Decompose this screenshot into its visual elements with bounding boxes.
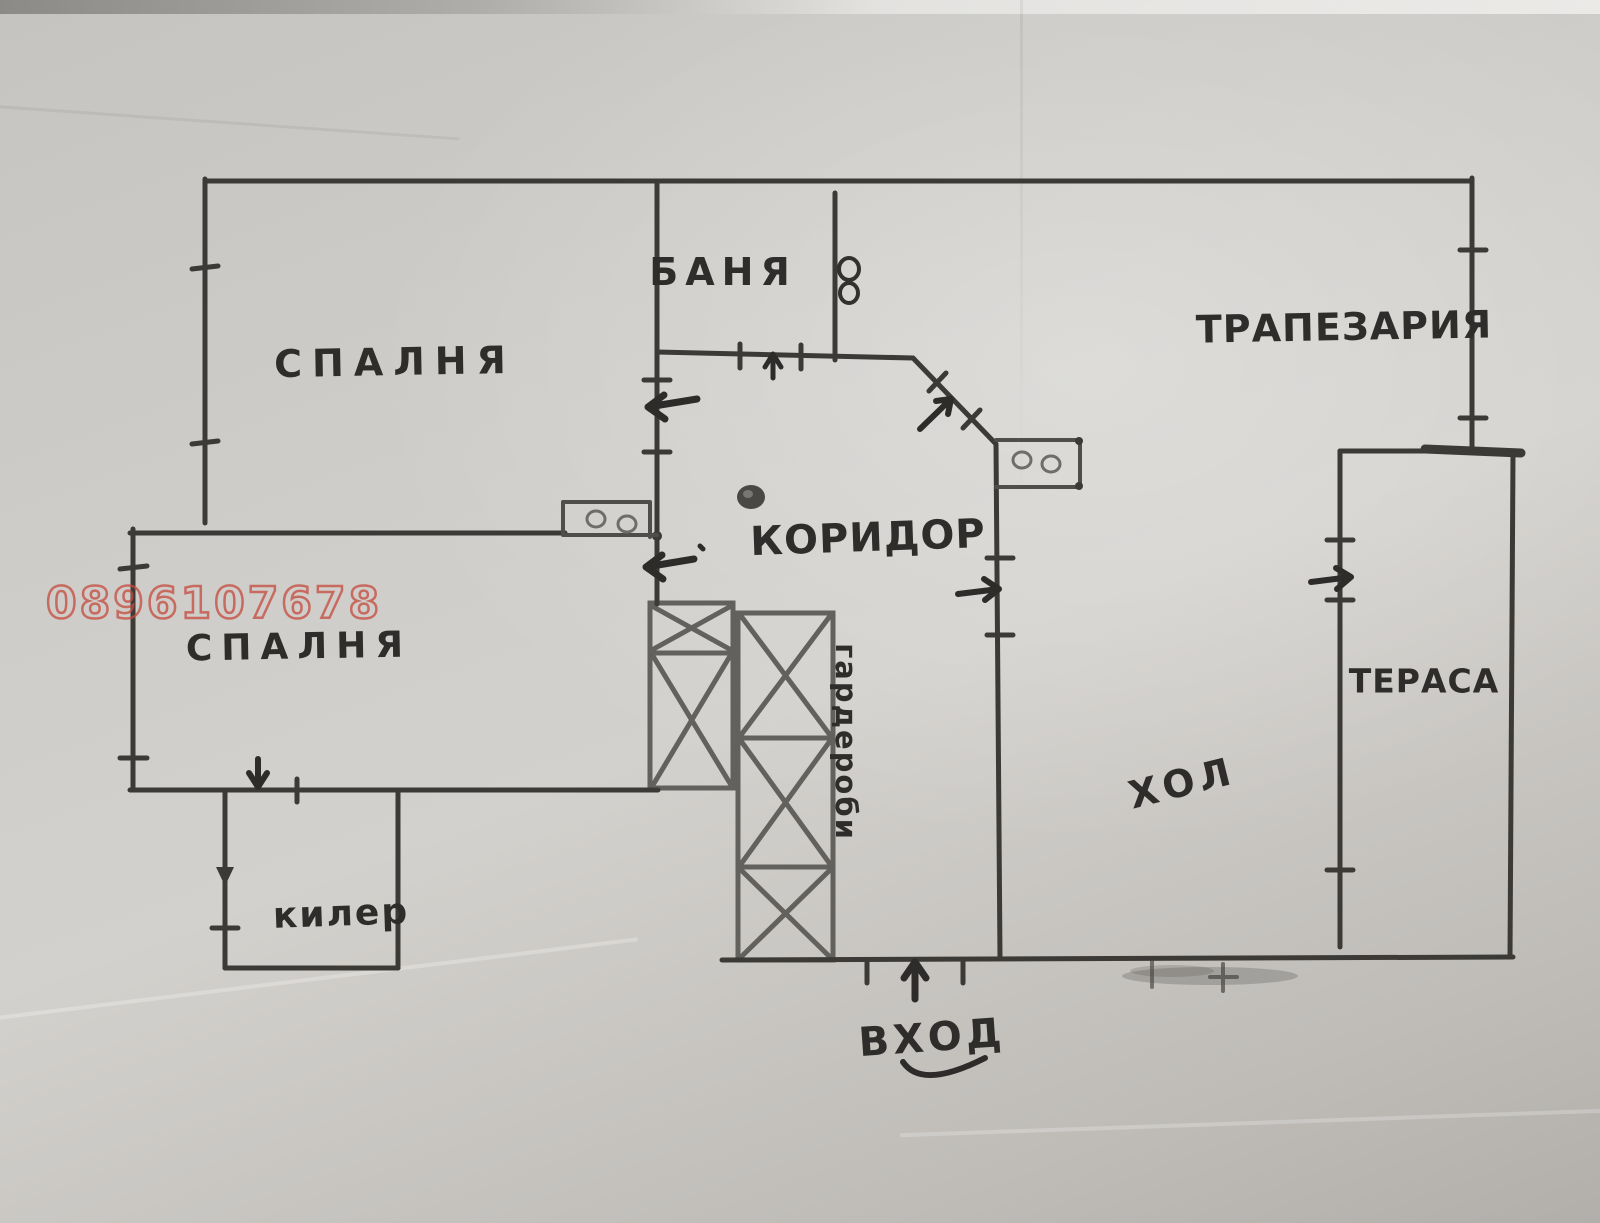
room-label-wardrobes: гардероби bbox=[829, 643, 863, 841]
window-between-bedrooms bbox=[561, 500, 659, 539]
room-label-dining: ТРАПЕЗАРИЯ bbox=[1195, 302, 1493, 352]
terrace-door-arrow bbox=[1308, 565, 1354, 592]
wardrobe-boxes bbox=[647, 600, 836, 963]
door-arrows bbox=[246, 351, 1354, 1003]
bathroom-shaft-circles bbox=[837, 256, 861, 305]
room-label-pantry: килер bbox=[272, 891, 410, 937]
diagonal-wall bbox=[910, 355, 999, 447]
entrance-arrow bbox=[900, 958, 930, 1003]
entrance-underline bbox=[900, 1055, 988, 1078]
room-label-bathroom: БАНЯ bbox=[649, 250, 797, 294]
bedroom1-door-arrow bbox=[644, 391, 701, 423]
hall-door-arrow bbox=[955, 576, 1002, 603]
room-label-bedroom2: СПАЛНЯ bbox=[185, 624, 413, 670]
room-label-terrace: ТЕРАСА bbox=[1348, 661, 1500, 701]
pencil-smudge bbox=[1122, 959, 1298, 993]
room-label-corridor: КОРИДОР bbox=[749, 510, 987, 566]
pantry-door-mark bbox=[216, 867, 234, 886]
room-label-bedroom1: СПАЛНЯ bbox=[273, 337, 517, 387]
pantry-entry-arrow bbox=[246, 756, 270, 790]
diagonal-door-arrow bbox=[917, 396, 954, 432]
window-corridor-right bbox=[994, 437, 1083, 490]
ink-blob bbox=[737, 485, 765, 509]
bathroom-door-arrow bbox=[762, 351, 784, 381]
watermark-phone: 0896107678 bbox=[45, 577, 383, 631]
window-symbols bbox=[561, 256, 1083, 539]
bedroom2-door-arrow bbox=[642, 543, 706, 583]
walls bbox=[127, 175, 1526, 971]
paper-edge bbox=[0, 0, 1600, 14]
wall-ticks bbox=[117, 247, 1489, 986]
